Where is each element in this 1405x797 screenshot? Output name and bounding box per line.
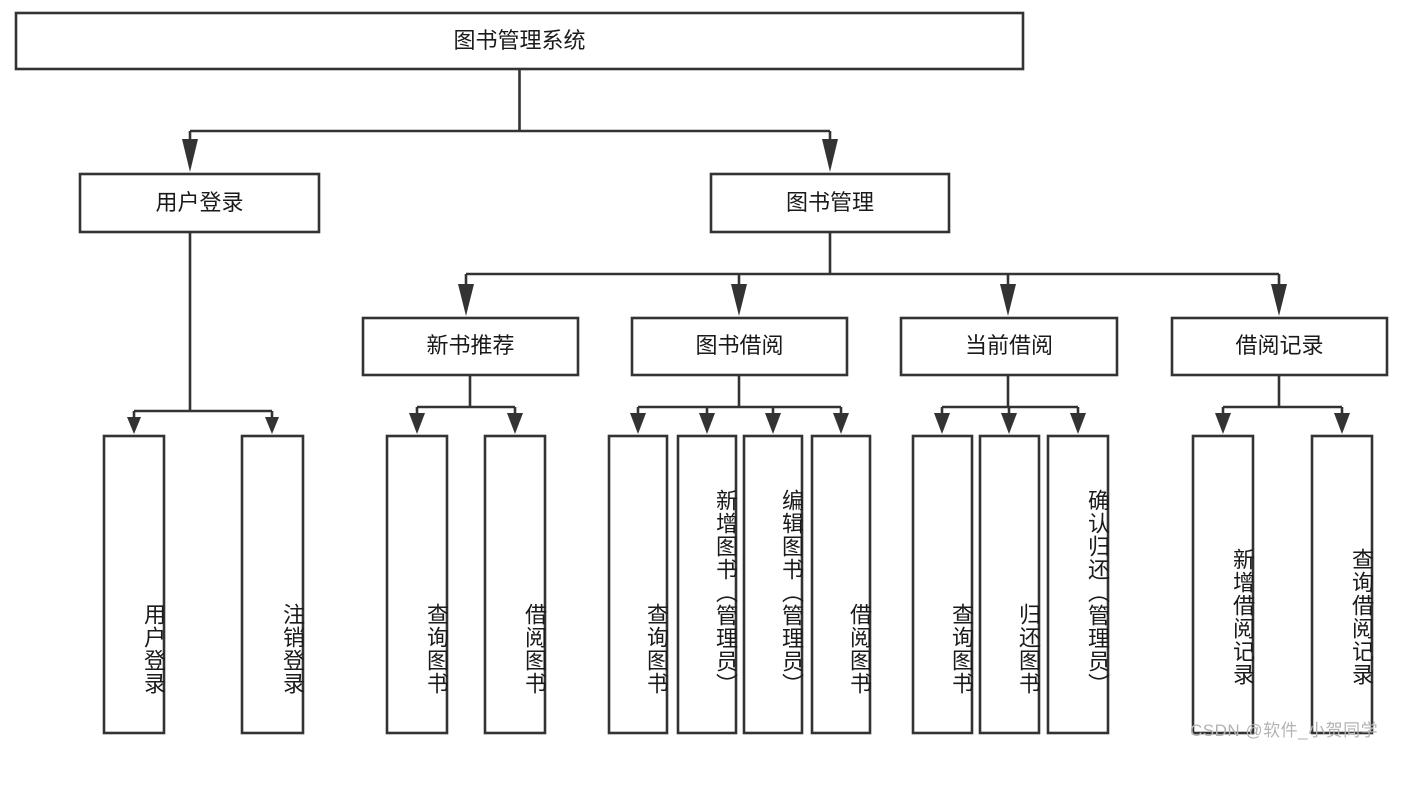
node-leaf-borrow-book-box[interactable] bbox=[810, 434, 872, 735]
node-borrow-record-box[interactable] bbox=[1170, 316, 1389, 377]
flowchart-canvas: 图书管理系统 用户登录 图书管理 新书推荐 图书借阅 当前借阅 借阅记录 bbox=[14, 11, 1389, 740]
node-book-borrow-box[interactable] bbox=[630, 316, 849, 377]
arrow-head-leaf-add-record bbox=[1215, 413, 1231, 434]
node-leaf-query-book-borrow-box[interactable] bbox=[607, 434, 669, 735]
node-borrow-record[interactable]: 借阅记录 bbox=[1170, 316, 1389, 377]
connector-group-book-borrow bbox=[630, 375, 849, 434]
node-leaf-return-book-box[interactable] bbox=[978, 434, 1041, 735]
node-root[interactable]: 图书管理系统 bbox=[14, 11, 1025, 71]
node-leaf-borrow-book-rec-box[interactable] bbox=[483, 434, 547, 735]
node-current-borrow-box[interactable] bbox=[899, 316, 1119, 377]
arrow-head-leaf-add-book bbox=[699, 413, 715, 434]
node-leaf-query-record-box[interactable] bbox=[1310, 434, 1374, 735]
arrow-head-book-manage bbox=[822, 139, 838, 172]
node-leaf-edit-book-box[interactable] bbox=[742, 434, 804, 735]
node-leaf-add-book-box[interactable] bbox=[676, 434, 738, 735]
node-leaf-confirm-return-box[interactable] bbox=[1046, 434, 1110, 735]
node-leaf-query-book-rec-box[interactable] bbox=[385, 434, 449, 735]
node-current-borrow[interactable]: 当前借阅 bbox=[899, 316, 1119, 377]
arrow-head-new-book-rec bbox=[458, 284, 474, 316]
connector-group-root bbox=[182, 69, 838, 172]
node-leaf-logout-box[interactable] bbox=[240, 434, 305, 735]
node-user-login-label: 用户登录 bbox=[155, 190, 243, 215]
node-book-borrow[interactable]: 图书借阅 bbox=[630, 316, 849, 377]
csdn-watermark: CSDN @软件_小贺同学 bbox=[1190, 721, 1379, 740]
arrow-head-user-login bbox=[182, 139, 198, 172]
arrow-head-leaf-edit-book bbox=[765, 413, 781, 434]
node-new-book-rec[interactable]: 新书推荐 bbox=[361, 316, 580, 377]
arrow-head-current-borrow bbox=[1000, 284, 1016, 316]
connector-group-book-manage bbox=[458, 232, 1287, 316]
arrow-head-leaf-user-login bbox=[127, 417, 141, 434]
arrow-head-leaf-borrow-book-rec bbox=[507, 413, 523, 434]
node-leaf-query-book-cur-box[interactable] bbox=[911, 434, 974, 735]
connector-group-user-login bbox=[127, 232, 279, 434]
arrow-head-leaf-return-book bbox=[1001, 413, 1017, 434]
arrow-head-book-borrow bbox=[731, 284, 747, 316]
node-new-book-rec-box[interactable] bbox=[361, 316, 580, 377]
node-borrow-record-label: 借阅记录 bbox=[1235, 333, 1323, 358]
arrow-head-leaf-query-book-cur bbox=[934, 413, 950, 434]
arrow-head-leaf-confirm-return bbox=[1070, 413, 1086, 434]
arrow-head-leaf-query-book-rec bbox=[409, 413, 425, 434]
node-root-label: 图书管理系统 bbox=[453, 28, 585, 53]
connector-group-new-book-rec bbox=[409, 375, 523, 434]
flowchart-svg: 图书管理系统 用户登录 图书管理 新书推荐 图书借阅 当前借阅 借阅记录 bbox=[14, 11, 1389, 735]
node-user-login[interactable]: 用户登录 bbox=[78, 172, 321, 234]
node-leaf-add-record-box[interactable] bbox=[1191, 434, 1255, 735]
connector-group-current-borrow bbox=[934, 375, 1086, 434]
arrow-head-borrow-record bbox=[1271, 284, 1287, 316]
node-book-manage-box[interactable] bbox=[709, 172, 951, 234]
arrow-head-leaf-query-record bbox=[1334, 413, 1350, 434]
node-user-login-box[interactable] bbox=[78, 172, 321, 234]
connector-group-borrow-record bbox=[1215, 375, 1350, 434]
node-book-borrow-label: 图书借阅 bbox=[695, 333, 783, 358]
arrow-head-leaf-logout bbox=[265, 417, 279, 434]
node-new-book-rec-label: 新书推荐 bbox=[426, 333, 514, 358]
node-current-borrow-label: 当前借阅 bbox=[965, 333, 1053, 358]
node-leaf-user-login-box[interactable] bbox=[102, 434, 166, 735]
node-book-manage-label: 图书管理 bbox=[786, 190, 874, 215]
node-book-manage[interactable]: 图书管理 bbox=[709, 172, 951, 234]
leaf-node-boxes bbox=[102, 434, 1374, 735]
arrow-head-leaf-query-book-borrow bbox=[630, 413, 646, 434]
node-root-box[interactable] bbox=[14, 11, 1025, 71]
arrow-head-leaf-borrow-book bbox=[833, 413, 849, 434]
